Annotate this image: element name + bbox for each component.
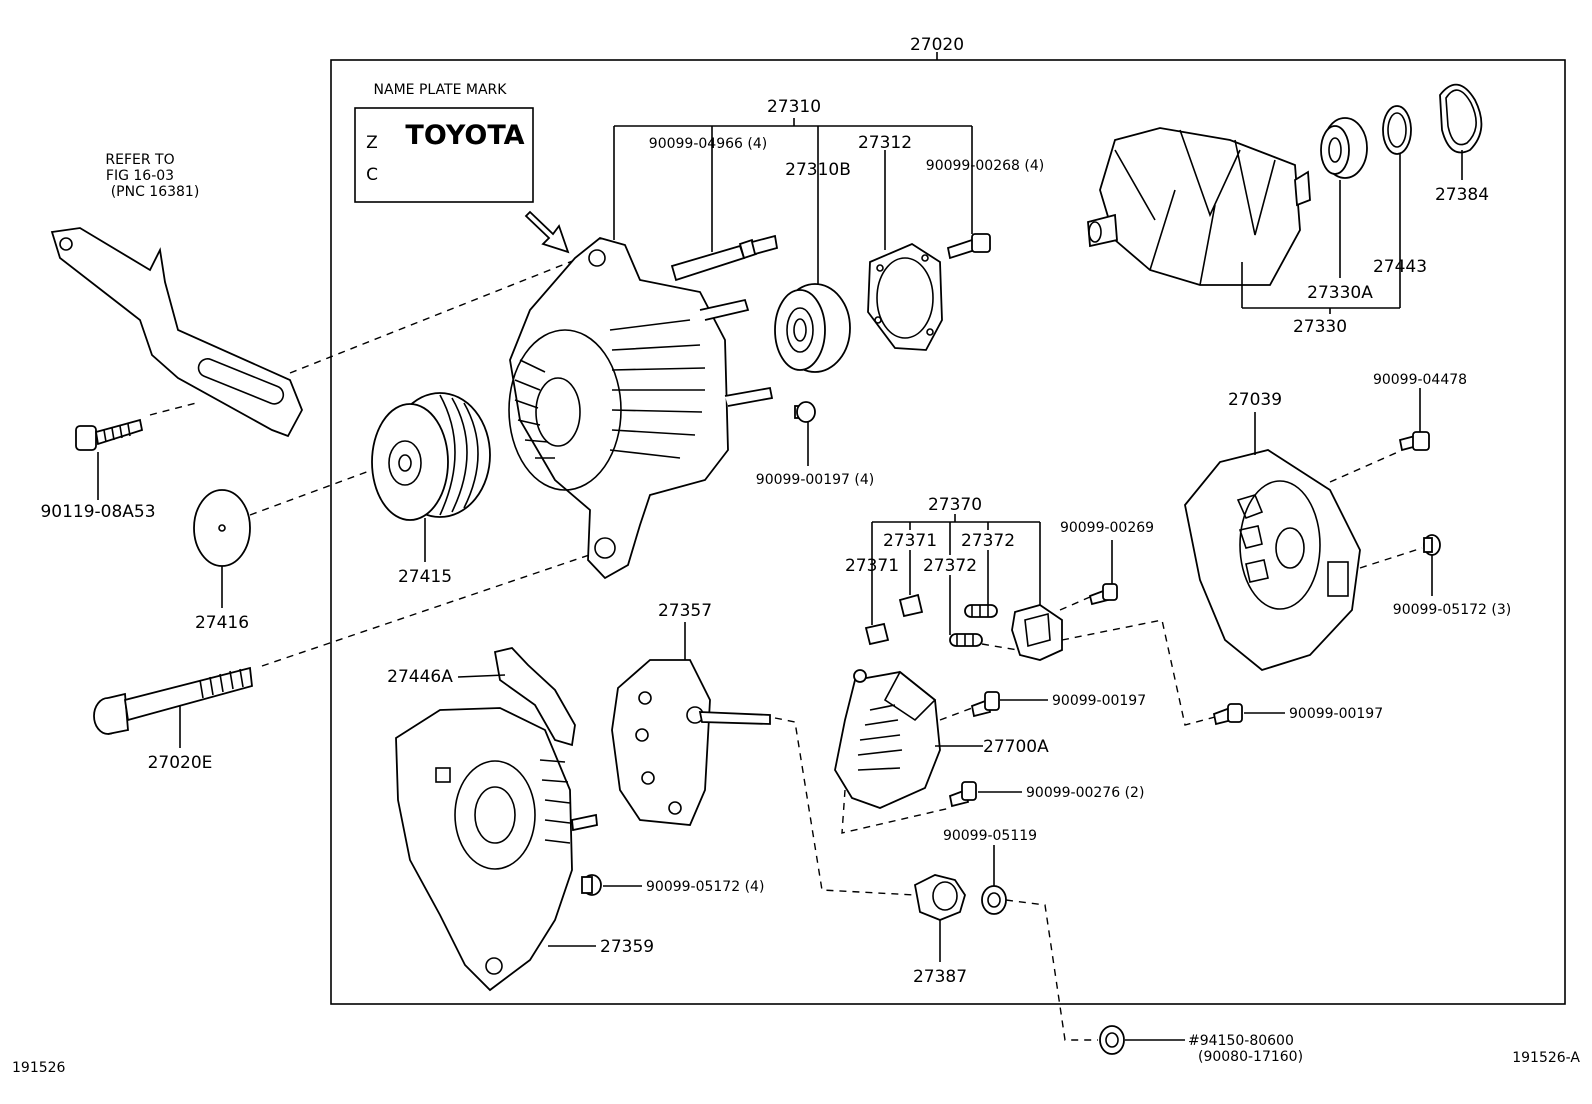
label-27310b: 27310B xyxy=(785,160,851,180)
spring-27372-b-part xyxy=(949,633,983,647)
label-27310: 27310 xyxy=(767,97,821,117)
refer-note-line3: (PNC 16381) xyxy=(111,184,200,200)
label-90099-00276: 90099-00276 (2) xyxy=(1026,785,1144,801)
bolt-90099-04478-part xyxy=(1398,431,1430,452)
adjusting-bar-part xyxy=(50,227,303,438)
label-90099-00269: 90099-00269 xyxy=(1060,520,1154,536)
label-27370: 27370 xyxy=(928,495,982,515)
spring-27372-a-part xyxy=(964,604,998,618)
screw-90099-00197-b-part xyxy=(1212,703,1243,726)
label-27330a: 27330A xyxy=(1307,283,1373,303)
plate-27446a-part xyxy=(493,647,576,747)
nut-94150-80600-part xyxy=(1099,1025,1125,1055)
name-plate-heading: NAME PLATE MARK xyxy=(374,82,508,98)
bearing-27330a-part xyxy=(1320,117,1368,179)
label-90099-05172-4: 90099-05172 (4) xyxy=(646,879,764,895)
through-bolt-27020e-part xyxy=(93,666,253,735)
screw-90099-00276-part xyxy=(948,781,977,808)
nut-90099-05119-part xyxy=(981,885,1007,915)
rectifier-27357-part xyxy=(611,659,771,826)
bush-27387-part xyxy=(913,874,966,921)
name-plate-mark-z: Z xyxy=(366,133,378,153)
rear-end-cover-27039-part xyxy=(1184,449,1361,672)
label-27020e: 27020E xyxy=(148,753,213,773)
label-90099-00197-4: 90099-00197 (4) xyxy=(756,472,874,488)
label-27416: 27416 xyxy=(195,613,249,633)
label-27415: 27415 xyxy=(398,567,452,587)
brush-27371-b-part xyxy=(864,622,890,646)
name-plate-mark-c: C xyxy=(366,165,378,185)
nut-90099-05172-3-part xyxy=(1423,534,1441,556)
name-plate-arrow-icon xyxy=(524,210,570,254)
label-90119-08a53: 90119-08A53 xyxy=(40,502,155,522)
label-27359: 27359 xyxy=(600,937,654,957)
brush-27371-a-part xyxy=(898,593,924,618)
label-27371-a: 27371 xyxy=(883,531,937,551)
bolt-90119-08a53-part xyxy=(75,418,144,451)
drive-end-frame-27310-part xyxy=(508,237,774,580)
label-27330: 27330 xyxy=(1293,317,1347,337)
footer-left-id: 191526 xyxy=(12,1060,66,1076)
rotor-27330-part xyxy=(1087,127,1311,286)
label-27372-a: 27372 xyxy=(961,531,1015,551)
label-27357: 27357 xyxy=(658,601,712,621)
stud-bolt-90099-04966-part xyxy=(670,234,779,282)
label-27443: 27443 xyxy=(1373,257,1427,277)
label-27372-b: 27372 xyxy=(923,556,977,576)
label-94150-80600: #94150-80600 xyxy=(1188,1033,1294,1049)
footer-right-id: 191526-A xyxy=(1512,1050,1580,1066)
brush-holder-part xyxy=(1011,604,1063,661)
label-27446a: 27446A xyxy=(387,667,453,687)
nut-90099-05172-4-part xyxy=(581,874,602,896)
washer-27416-part xyxy=(193,489,251,567)
rectifier-end-frame-27359-part xyxy=(395,707,598,992)
label-90099-00197-b: 90099-00197 xyxy=(1289,706,1383,722)
name-plate-brand: TOYOTA xyxy=(405,120,524,151)
assembly-number: 27020 xyxy=(910,35,964,55)
refer-note-line2: FIG 16-03 xyxy=(106,168,174,184)
nut-90099-00197-4-part xyxy=(794,401,816,423)
label-27387: 27387 xyxy=(913,967,967,987)
label-27700a: 27700A xyxy=(983,737,1049,757)
screw-90099-00197-a-part xyxy=(970,691,1000,718)
label-27384: 27384 xyxy=(1435,185,1489,205)
label-27312: 27312 xyxy=(858,133,912,153)
screw-90099-00268-part xyxy=(946,233,991,260)
refer-note-line1: REFER TO xyxy=(105,152,174,168)
screw-90099-00269-part xyxy=(1088,583,1118,606)
label-90099-04966: 90099-04966 (4) xyxy=(649,136,767,152)
label-90099-00197-a: 90099-00197 xyxy=(1052,693,1146,709)
bearing-retainer-27312-part xyxy=(867,242,943,351)
regulator-27700a-part xyxy=(834,669,941,809)
label-90099-05172-3: 90099-05172 (3) xyxy=(1393,602,1511,618)
label-27371-b: 27371 xyxy=(845,556,899,576)
label-27039: 27039 xyxy=(1228,390,1282,410)
label-90080-17160: (90080-17160) xyxy=(1198,1049,1303,1065)
label-90099-05119: 90099-05119 xyxy=(943,828,1037,844)
label-90099-00268: 90099-00268 (4) xyxy=(926,158,1044,174)
pulley-27415-part xyxy=(371,392,491,521)
label-90099-04478: 90099-04478 xyxy=(1373,372,1467,388)
bearing-27310b-part xyxy=(774,283,851,373)
assembly-frame xyxy=(330,59,1566,1005)
name-plate-box xyxy=(354,107,534,203)
